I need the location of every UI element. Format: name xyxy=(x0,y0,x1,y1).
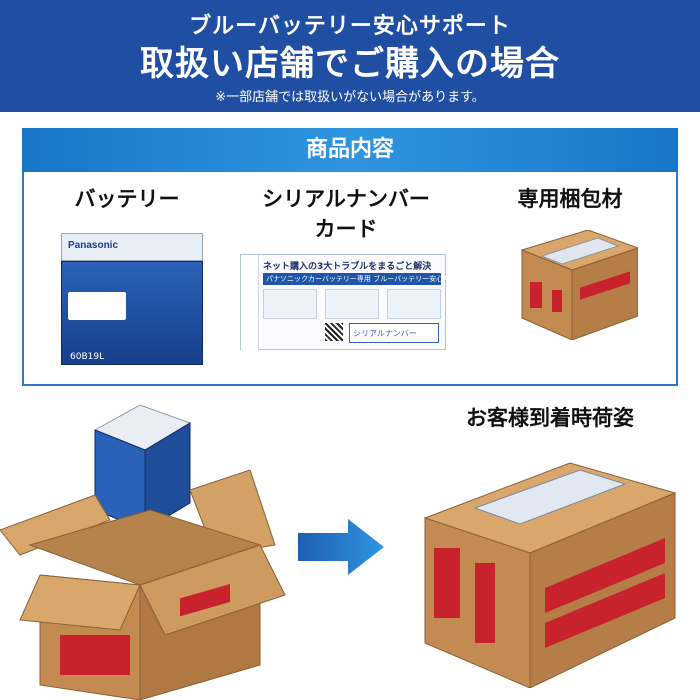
battery-brand: Panasonic xyxy=(68,240,119,251)
battery-image: Panasonic 60B19L xyxy=(61,233,203,365)
item-battery-label: バッテリー xyxy=(74,187,180,211)
battery-label xyxy=(68,292,126,320)
contents-title: 商品内容 xyxy=(22,128,678,172)
packing-box-image xyxy=(520,230,638,340)
arrival-label: お客様到着時荷姿 xyxy=(466,406,634,430)
header-title: 取扱い店舗でご購入の場合 xyxy=(140,44,560,84)
header-note: ※一部店舗では取扱いがない場合があります。 xyxy=(215,90,485,105)
closed-box-image xyxy=(423,462,677,688)
item-packing-label: 専用梱包材 xyxy=(517,187,623,211)
serial-field: シリアルナンバー xyxy=(349,323,439,343)
serial-card-image: ネット購入の3大トラブルをまるごと解決 パナソニックカーバッテリー専用 ブルーバ… xyxy=(240,254,471,351)
open-box-image xyxy=(0,404,286,700)
header-banner: ブルーバッテリー安心サポート 取扱い店舗でご購入の場合 ※一部店舗では取扱いがな… xyxy=(0,0,700,112)
qr-code-icon xyxy=(325,323,343,341)
battery-model: 60B19L xyxy=(70,352,105,362)
header-subtitle: ブルーバッテリー安心サポート xyxy=(189,14,511,39)
arrow-right-icon xyxy=(298,519,384,575)
item-card-label: シリアルナンバー カード xyxy=(262,187,430,241)
card-headline: ネット購入の3大トラブルをまるごと解決 xyxy=(263,262,432,272)
card-bar: パナソニックカーバッテリー専用 ブルーバッテリー安心サポート xyxy=(263,273,471,285)
contents-panel: 商品内容 バッテリー シリアルナンバー カード 専用梱包材 Panasonic … xyxy=(22,128,678,386)
